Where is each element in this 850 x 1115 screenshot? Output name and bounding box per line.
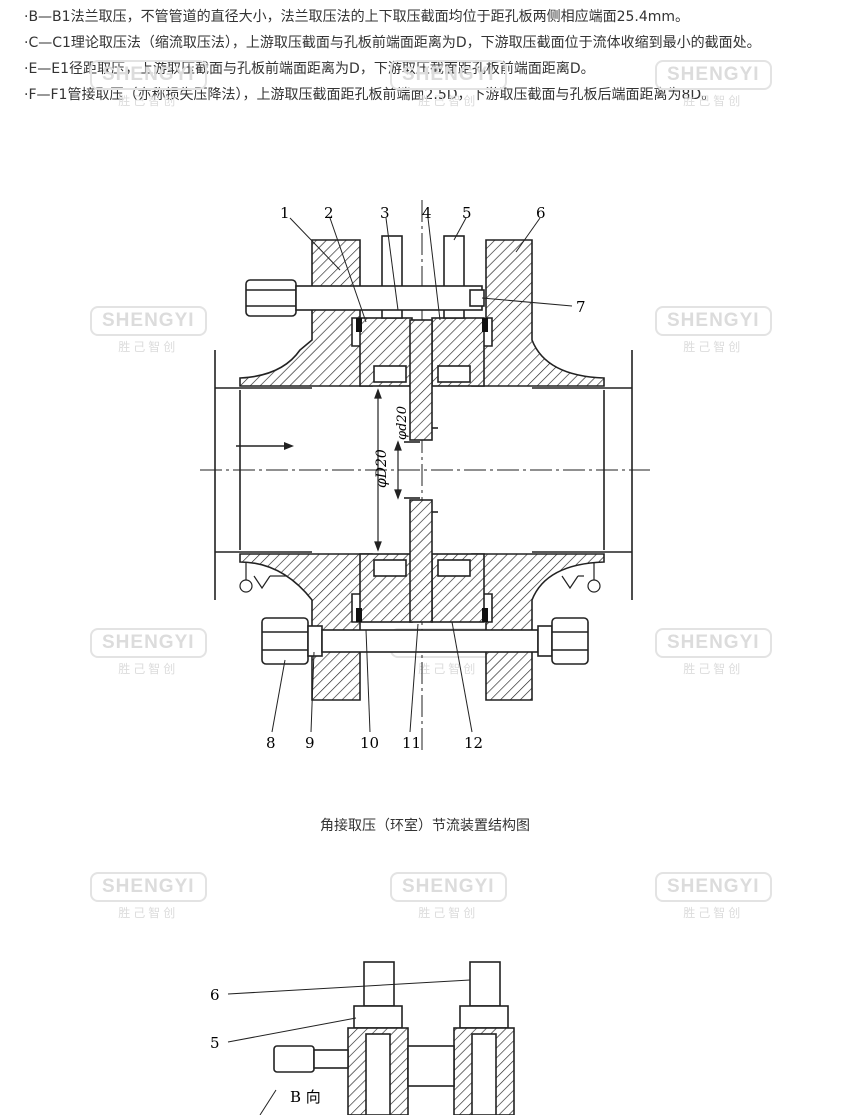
leader-lines-2 xyxy=(227,979,471,1115)
diameter-dimensions xyxy=(374,388,402,552)
callout-3: 3 xyxy=(380,204,390,222)
orifice-assembly-drawing: φD20 φd20 xyxy=(200,200,650,752)
figure-caption: 角接取压（环室）节流装置结构图 xyxy=(320,818,530,834)
top-bolt xyxy=(245,279,485,317)
dim-inner-diameter: φd20 xyxy=(395,406,410,440)
callout-10: 10 xyxy=(360,734,379,752)
callout-12: 12 xyxy=(464,734,483,752)
callout-8: 8 xyxy=(266,734,276,752)
callout-11: 11 xyxy=(402,734,421,752)
orifice-plate xyxy=(404,319,438,623)
callout-9: 9 xyxy=(305,734,315,752)
callout-4: 4 xyxy=(422,204,432,222)
valve-stems xyxy=(353,961,509,1029)
flow-arrow xyxy=(236,442,294,450)
gaskets xyxy=(356,318,488,622)
paragraph-flange-tap: ·B—B1法兰取压，不管管道的直径大小，法兰取压法的上下取压截面均位于距孔板两侧… xyxy=(24,9,690,25)
paragraph-pipe-tap: ·F—F1管接取压（亦称损失压降法），上游取压截面距孔板前端面2.5D，下游取压… xyxy=(24,87,716,103)
tap-valve-drawing: 6 5 B 向 xyxy=(210,961,515,1115)
ring-chamber-lower xyxy=(359,553,485,623)
dim-outer-diameter: φD20 xyxy=(374,449,390,488)
left-flange-lower xyxy=(239,553,373,701)
body-text: ·B—B1法兰取压，不管管道的直径大小，法兰取压法的上下取压截面均位于距孔板两侧… xyxy=(24,4,824,108)
callout-5: 5 xyxy=(462,204,472,222)
callout-1: 1 xyxy=(280,204,290,222)
callout-6-fig2: 6 xyxy=(210,986,220,1004)
leader-lines xyxy=(271,217,573,733)
right-flange-lower xyxy=(471,553,605,701)
callout-5-fig2: 5 xyxy=(210,1034,220,1052)
weld-symbols xyxy=(239,562,601,593)
callout-2: 2 xyxy=(324,204,334,222)
valve-body xyxy=(347,1027,515,1115)
left-flange-upper xyxy=(239,239,373,387)
bottom-bolt xyxy=(261,617,589,665)
paragraph-radius-tap: ·E—E1径距取压，上游取压截面与孔板前端面距离为D，下游取压截面距孔板前端面距… xyxy=(24,61,595,77)
callout-6: 6 xyxy=(536,204,546,222)
paragraph-theory-tap: ·C—C1理论取压法（缩流取压法），上游取压截面与孔板前端面距离为D，下游取压截… xyxy=(24,35,761,51)
callout-7: 7 xyxy=(576,298,586,316)
direction-label: B 向 xyxy=(290,1088,321,1106)
side-plug xyxy=(273,1045,349,1073)
